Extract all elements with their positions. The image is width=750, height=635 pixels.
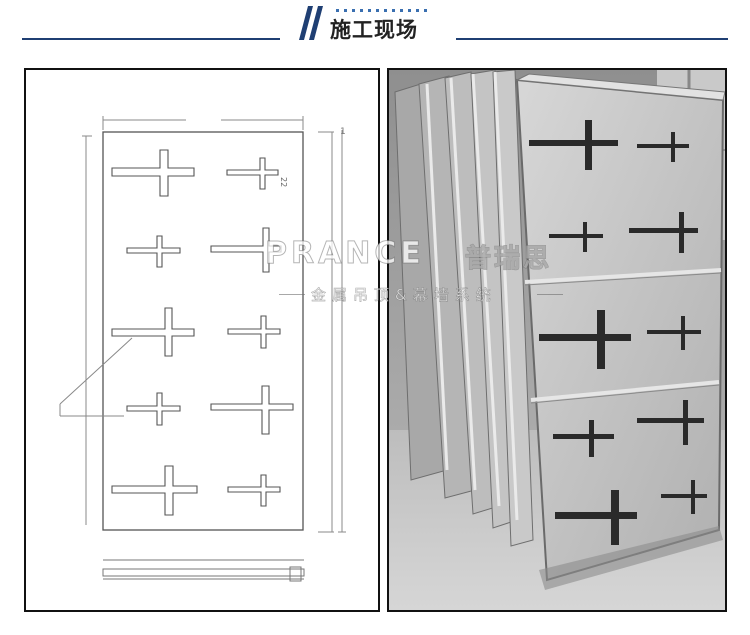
site-photo <box>389 70 725 610</box>
small-dimension-label: 22 <box>279 177 288 187</box>
panel-drawing: 1 22 <box>59 116 346 582</box>
header-slash-icon <box>299 6 323 40</box>
cross-cutout <box>227 315 281 349</box>
cross-cutout <box>111 307 195 357</box>
header-rule-right <box>456 38 728 40</box>
cross-cutout <box>227 474 281 507</box>
photo-cross-cutouts <box>529 120 707 545</box>
header-dots <box>336 9 427 12</box>
cross-cutout <box>126 235 181 268</box>
section-view <box>102 559 305 582</box>
header-rule-left <box>22 38 280 40</box>
technical-drawing-panel: 1 22 <box>24 68 380 612</box>
cross-cutout <box>210 227 282 273</box>
cross-cutout <box>111 465 198 516</box>
dimension-label: 1 <box>340 127 346 137</box>
cross-cutout <box>226 157 279 190</box>
page-title: 施工现场 <box>330 18 418 42</box>
site-photo-panel <box>387 68 727 612</box>
cross-cutout <box>111 149 195 197</box>
cross-cutout <box>210 385 294 435</box>
cross-cutout <box>126 392 181 426</box>
